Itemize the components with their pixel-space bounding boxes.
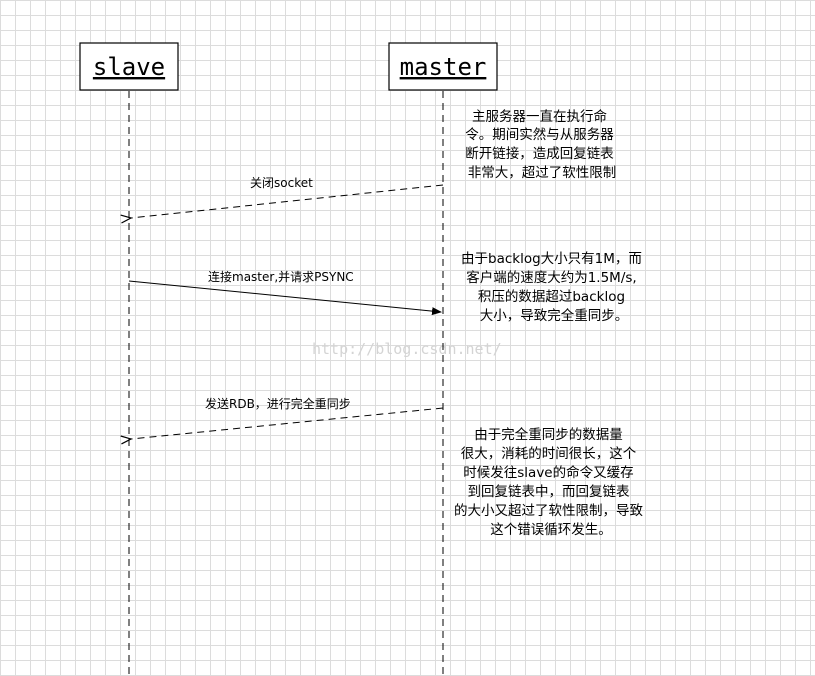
- note-2-line: 客户端的速度大约为1.5M/s,: [466, 269, 637, 286]
- note-1-line: 主服务器一直在执行命: [472, 108, 607, 125]
- note-1-line: 断开链接，造成回复链表: [465, 145, 614, 162]
- message-connect-psync-label: 连接master,并请求PSYNC: [208, 269, 354, 284]
- note-3-line: 由于完全重同步的数据量: [474, 426, 623, 443]
- note-2-line: 由于backlog大小只有1M，而: [461, 251, 642, 267]
- note-2-line: 大小，导致完全重同步。: [480, 307, 629, 324]
- note-2-line: 积压的数据超过backlog: [478, 289, 625, 305]
- note-3-line: 这个错误循环发生。: [490, 521, 612, 538]
- message-send-rdb-label: 发送RDB，进行完全重同步: [205, 396, 351, 411]
- note-2: 由于backlog大小只有1M，而 客户端的速度大约为1.5M/s, 积压的数据…: [461, 248, 647, 324]
- message-close-socket: 关闭socket: [131, 176, 444, 218]
- watermark: http://blog.csdn.net/: [312, 340, 502, 358]
- note-3-line: 到回复链表中，而回复链表: [467, 483, 629, 500]
- note-3-line: 很大，消耗的时间很长，这个: [461, 445, 637, 462]
- message-close-socket-label: 关闭socket: [250, 176, 313, 190]
- slave-actor: slave: [79, 42, 179, 91]
- message-connect-psync: 连接master,并请求PSYNC: [128, 269, 442, 316]
- note-1-line: 令。期间实然与从服务器: [465, 126, 614, 143]
- note-1: 主服务器一直在执行命 令。期间实然与从服务器 断开链接，造成回复链表 非常大，超…: [465, 106, 619, 181]
- note-3-line: 的大小又超过了软性限制，导致: [454, 503, 643, 519]
- slave-actor-label: slave: [93, 53, 165, 81]
- master-actor: master: [388, 42, 498, 91]
- note-3: 由于完全重同步的数据量 很大，消耗的时间很长，这个 时候发往slave的命令又缓…: [454, 424, 648, 538]
- note-3-line: 时候发往slave的命令又缓存: [463, 464, 633, 481]
- master-actor-label: master: [400, 53, 487, 81]
- message-send-rdb: 发送RDB，进行完全重同步: [131, 396, 444, 439]
- note-1-line: 非常大，超过了软性限制: [468, 165, 617, 181]
